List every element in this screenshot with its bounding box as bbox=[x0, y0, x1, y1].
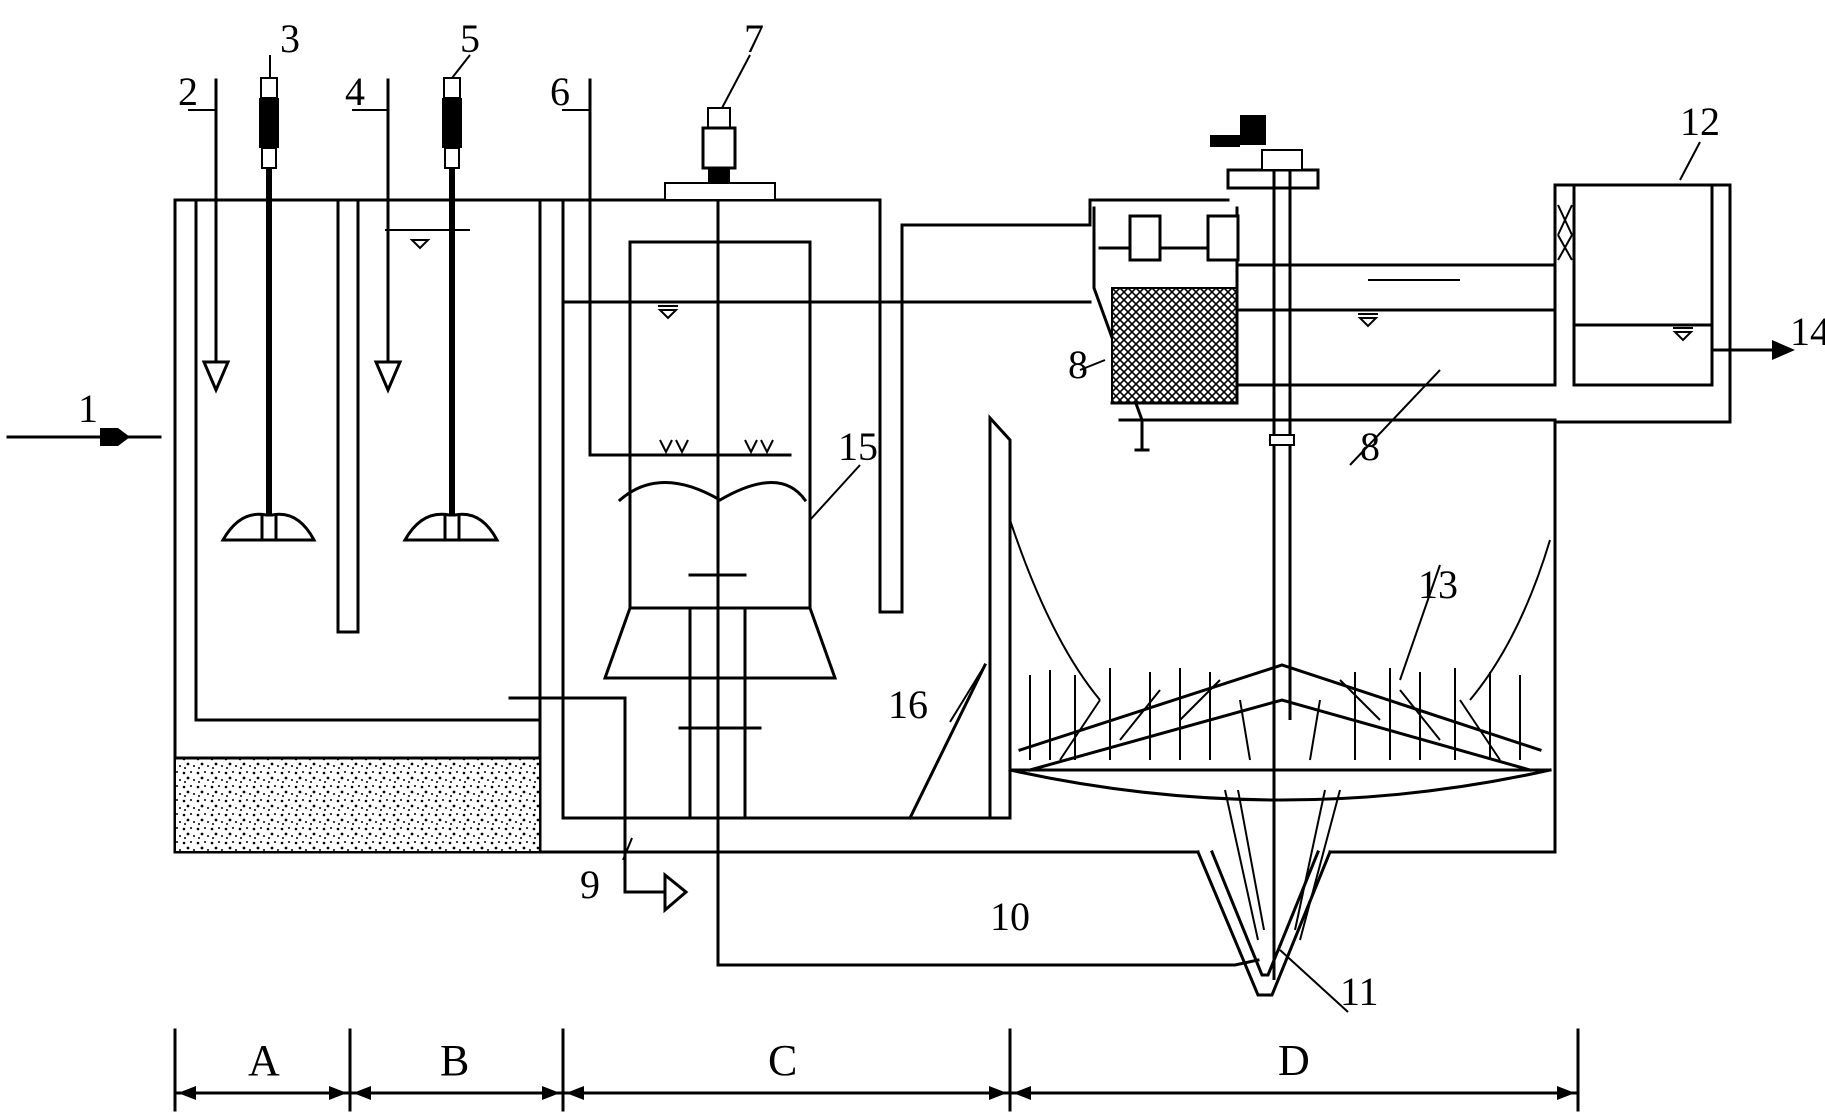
label-9: 9 bbox=[580, 862, 600, 907]
mixer-3 bbox=[220, 77, 317, 542]
section-label-c: C bbox=[768, 1036, 797, 1085]
section-label-b: B bbox=[440, 1036, 469, 1085]
mixer-5 bbox=[402, 77, 500, 542]
label-4: 4 bbox=[345, 69, 365, 114]
leader-lines bbox=[188, 54, 1701, 1013]
label-3: 3 bbox=[280, 16, 300, 61]
label-15: 15 bbox=[838, 424, 878, 469]
section-label-a: A bbox=[248, 1036, 280, 1085]
label-5: 5 bbox=[460, 16, 480, 61]
sludge-pipe-10 bbox=[716, 890, 1260, 967]
number-labels: 1 2 3 4 5 6 7 8 8 9 10 11 12 13 14 15 16 bbox=[78, 16, 1825, 1014]
label-8-left: 8 bbox=[1068, 342, 1088, 387]
tank-ab bbox=[173, 198, 565, 854]
inclined-tube-settler bbox=[1111, 287, 1238, 404]
label-7: 7 bbox=[744, 16, 764, 61]
scraper-13 bbox=[1008, 115, 1552, 980]
sand-layer bbox=[176, 758, 539, 851]
label-13: 13 bbox=[1418, 562, 1458, 607]
label-12: 12 bbox=[1680, 99, 1720, 144]
inlet-arrow-1 bbox=[6, 428, 162, 446]
label-6: 6 bbox=[550, 69, 570, 114]
label-16: 16 bbox=[888, 682, 928, 727]
tank-c bbox=[508, 198, 1092, 914]
label-8-right: 8 bbox=[1360, 424, 1380, 469]
label-1: 1 bbox=[78, 386, 98, 431]
label-10: 10 bbox=[990, 894, 1030, 939]
label-14: 14 bbox=[1790, 309, 1825, 354]
reactor-15 bbox=[588, 78, 838, 965]
motor-7 bbox=[664, 107, 776, 201]
section-dimensions: A B C D bbox=[173, 1028, 1580, 1112]
dosing-pipe-4 bbox=[373, 78, 403, 394]
tank-d bbox=[988, 183, 1732, 997]
outlet-arrow-14 bbox=[1710, 340, 1795, 360]
dosing-pipe-2 bbox=[201, 78, 231, 394]
label-2: 2 bbox=[178, 69, 198, 114]
section-label-d: D bbox=[1278, 1036, 1310, 1085]
label-11: 11 bbox=[1340, 969, 1379, 1014]
